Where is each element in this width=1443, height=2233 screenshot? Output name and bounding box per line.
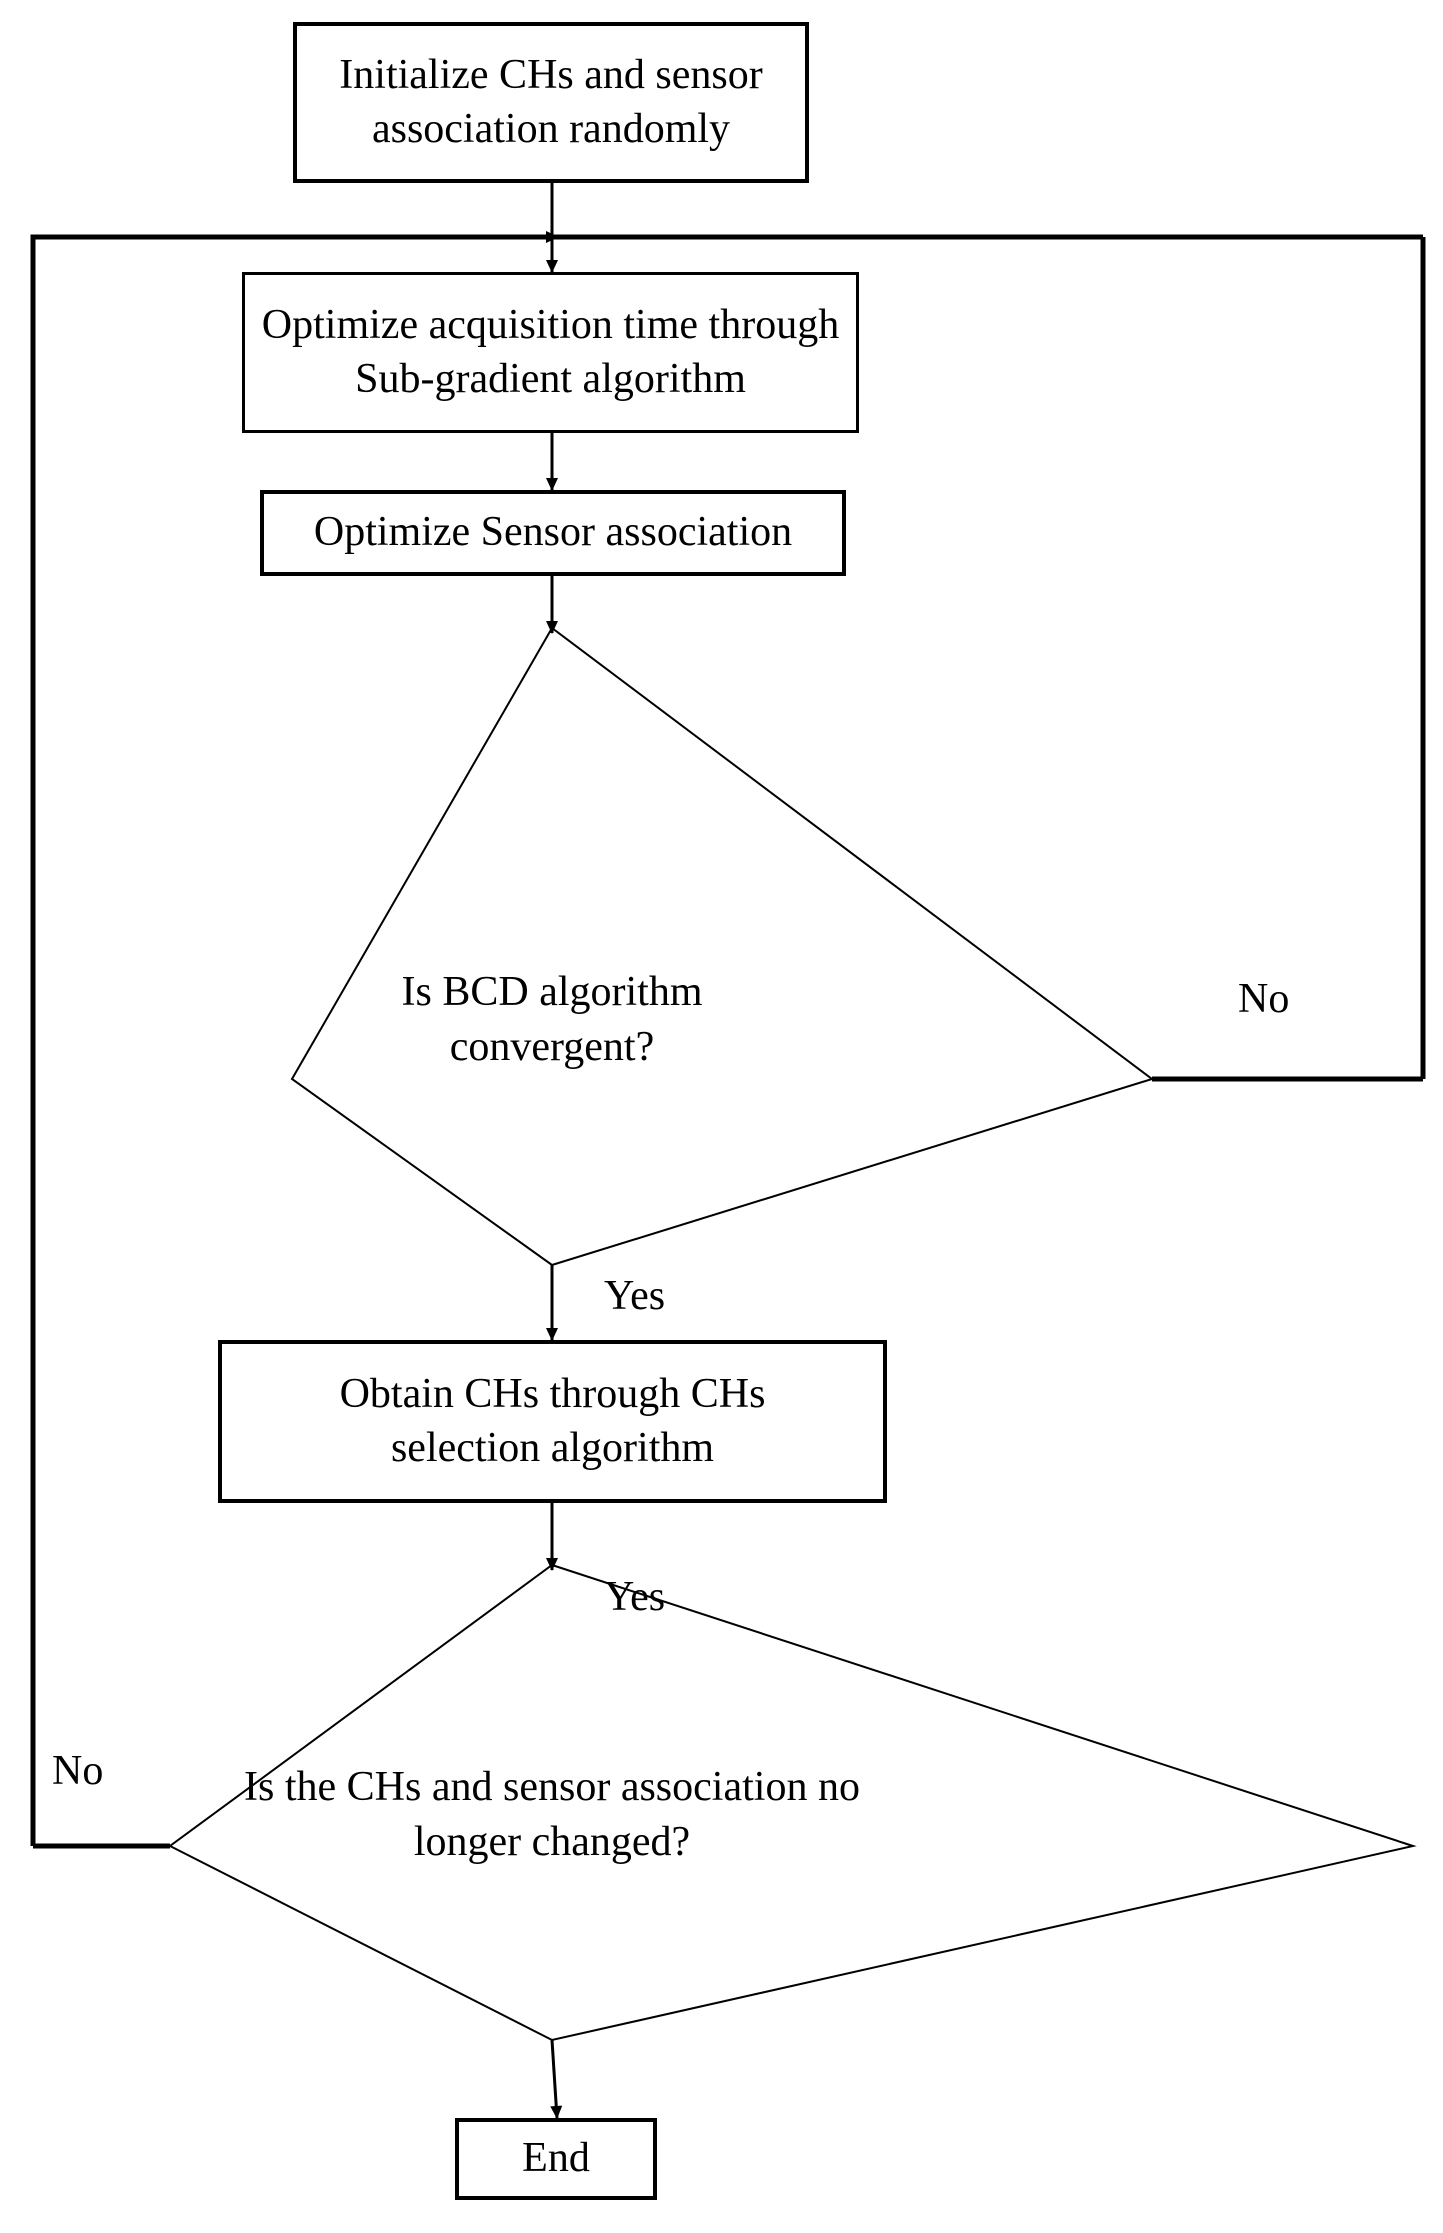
start-box[interactable]: Initialize CHs and sensor association ra… [293, 22, 809, 183]
bcd-convergence-decision-label: Is BCD algorithm convergent? [401, 969, 703, 1070]
edge-chs-yes-to-end [550, 2039, 563, 2119]
optimize-sensor-association-box[interactable]: Optimize Sensor association [260, 490, 846, 576]
end-box-label: End [522, 2135, 590, 2182]
bcd-diamond-outline [290, 626, 1155, 1267]
obtain-chs-label: Obtain CHs through CHs selection algorit… [339, 1370, 766, 1471]
optimize-acquisition-time-label: Optimize acquisition time through Sub-gr… [261, 301, 840, 402]
edge-label-bcd-no: No [1238, 976, 1290, 1022]
chs-changed-decision-label: Is the CHs and sensor association no lon… [244, 1764, 860, 1865]
chs-changed-decision[interactable]: Is the CHs and sensor association no lon… [232, 1750, 872, 1880]
edge-label-chs-no: No [52, 1748, 104, 1794]
start-box-label: Initialize CHs and sensor association ra… [339, 51, 763, 152]
bcd-convergence-decision[interactable]: Is BCD algorithm convergent? [352, 955, 752, 1085]
optimize-sensor-association-label: Optimize Sensor association [313, 509, 793, 556]
edge-label-bcd-yes: Yes [604, 1273, 666, 1319]
obtain-chs-box[interactable]: Obtain CHs through CHs selection algorit… [218, 1340, 887, 1503]
end-box[interactable]: End [455, 2118, 657, 2200]
optimize-acquisition-time-box[interactable]: Optimize acquisition time through Sub-gr… [242, 272, 859, 433]
outer-loop-rail [30, 234, 1423, 1846]
edge-label-chs-yes: Yes [604, 1574, 666, 1620]
